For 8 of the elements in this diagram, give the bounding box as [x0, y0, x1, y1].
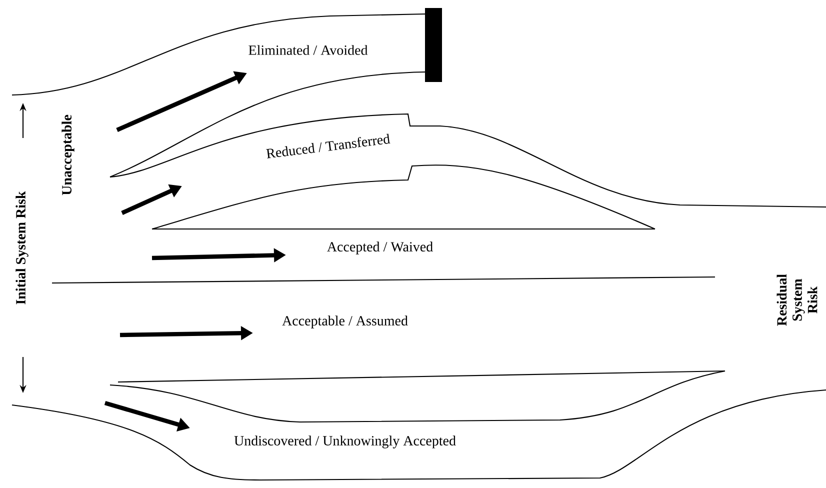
region-label: Initial System Risk [16, 191, 28, 304]
region-label: Unacceptable [62, 114, 74, 196]
region-label: Reduced / Transferred [266, 134, 390, 158]
region-label: Acceptable / Assumed [282, 316, 408, 328]
region-label: Residual System Risk [776, 274, 818, 326]
region-label: Accepted / Waived [327, 242, 433, 254]
region-label: Eliminated / Avoided [248, 45, 368, 55]
region-label: Undiscovered / Unknowingly Accepted [234, 436, 456, 448]
